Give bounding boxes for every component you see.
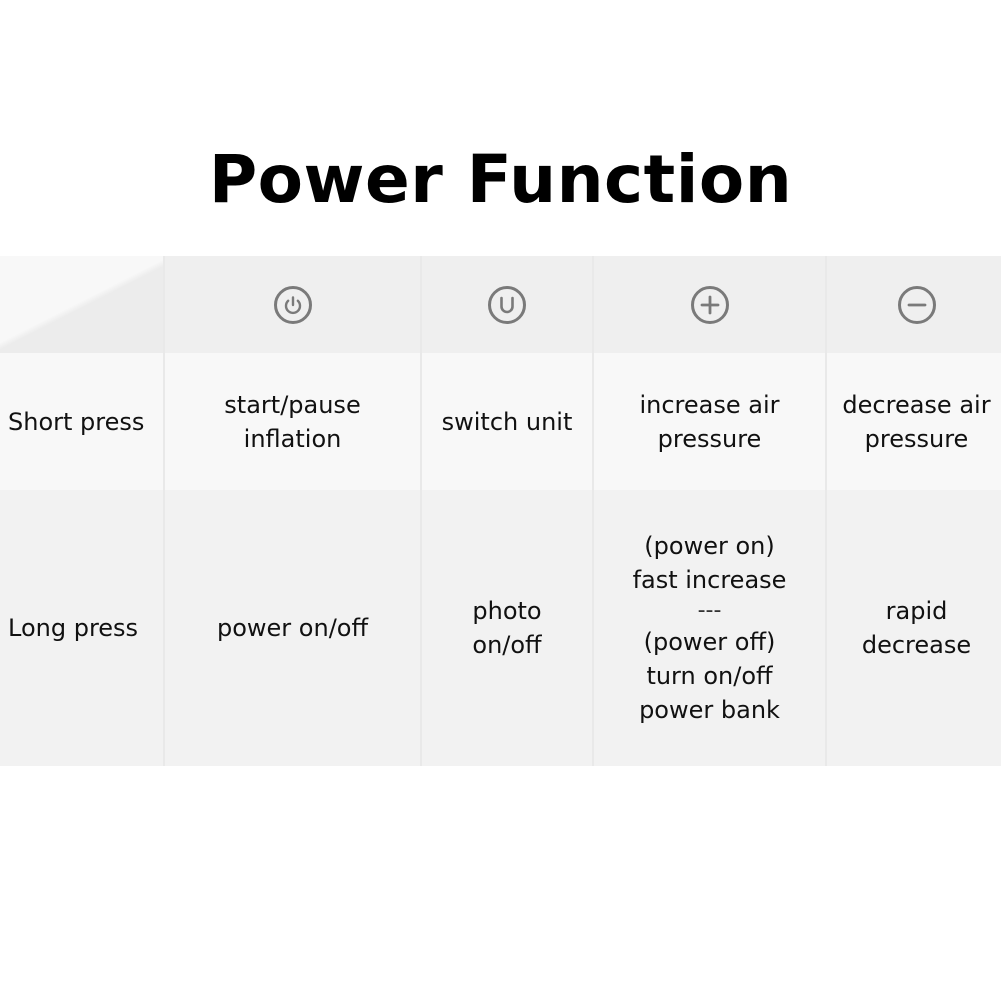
header-minus: [827, 256, 1001, 353]
long-plus-line: power bank: [639, 696, 780, 724]
long-plus-line: (power on): [644, 532, 775, 560]
short-power-cell: start/pause inflation: [165, 353, 420, 490]
long-minus-cell: rapid decrease: [827, 490, 1001, 766]
function-table: Short press start/pause inflation switch…: [0, 256, 1001, 766]
short-unit-cell: switch unit: [422, 353, 592, 490]
header-power: [165, 256, 420, 353]
long-power-line: power on/off: [216, 614, 368, 642]
row-label-short: Short press: [0, 353, 163, 490]
short-minus-line: pressure: [864, 424, 969, 453]
short-minus-line: decrease air: [842, 390, 991, 419]
long-unit-line: on/off: [472, 631, 542, 659]
long-minus-line: rapid: [885, 597, 948, 625]
power-icon: [273, 285, 312, 324]
unit-u-icon: [488, 285, 526, 324]
short-power-line: inflation: [243, 424, 342, 453]
header-plus: [594, 256, 825, 353]
row-label-long: Long press: [0, 490, 163, 766]
long-power-cell: power on/off: [165, 490, 420, 766]
short-unit-line: switch unit: [441, 407, 573, 436]
long-plus-separator: ---: [697, 598, 722, 623]
long-plus-line: fast increase: [632, 566, 787, 594]
long-unit-line: photo: [472, 597, 542, 625]
header-unit: [422, 256, 592, 353]
minus-circle-icon: [897, 285, 936, 324]
long-minus-line: decrease: [861, 631, 972, 659]
long-unit-cell: photo on/off: [422, 490, 592, 766]
long-plus-line: turn on/off: [646, 662, 773, 690]
short-power-line: start/pause: [224, 390, 361, 419]
short-minus-cell: decrease air pressure: [827, 353, 1001, 490]
plus-circle-icon: [690, 285, 729, 324]
short-plus-line: pressure: [657, 424, 762, 453]
page-title: Power Function: [208, 141, 793, 218]
table-corner: [0, 256, 163, 353]
short-plus-cell: increase air pressure: [594, 353, 825, 490]
long-plus-cell: (power on) fast increase --- (power off)…: [594, 490, 825, 766]
short-plus-line: increase air: [639, 390, 780, 419]
long-plus-line: (power off): [643, 628, 776, 656]
